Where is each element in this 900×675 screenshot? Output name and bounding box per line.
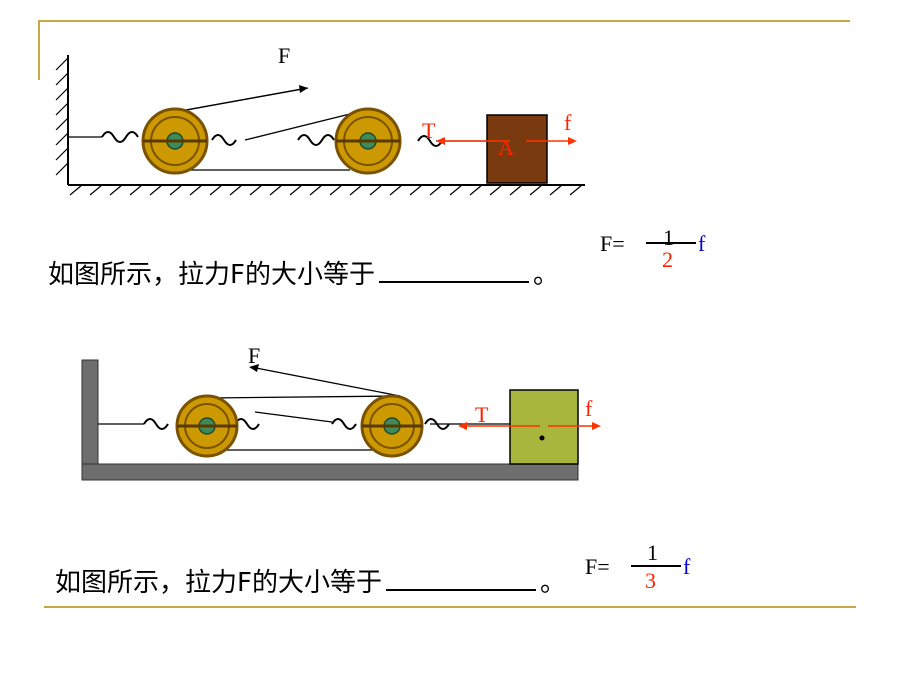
tension-label-T-1: T xyxy=(422,118,436,143)
question-2-end: 。 xyxy=(539,568,566,598)
force-label-F-1: F xyxy=(278,43,291,68)
force-arrow-F-1 xyxy=(174,85,308,113)
friction-arrow-2 xyxy=(548,422,601,430)
left-decor-line xyxy=(38,20,40,80)
answer-2-prefix: F= xyxy=(585,554,610,579)
floor-2 xyxy=(81,463,579,481)
question-1: 如图所示，拉力F的大小等于 。 xyxy=(48,254,559,291)
question-1-end: 。 xyxy=(532,260,559,290)
floor-hatching-1 xyxy=(69,184,583,196)
answer-1-denominator: 2 xyxy=(662,247,673,272)
pulley-diagram-2-svg xyxy=(81,359,601,481)
answer-1: F= 1 2 f xyxy=(600,225,720,275)
wall-2 xyxy=(81,359,99,481)
tension-label-T-2: T xyxy=(475,402,489,427)
question-2: 如图所示，拉力F的大小等于 。 xyxy=(55,562,566,599)
pulley-1b xyxy=(334,107,402,175)
pulley-1a xyxy=(141,107,209,175)
question-1-text: 如图所示，拉力F的大小等于 xyxy=(48,260,375,290)
friction-label-f-1: f xyxy=(564,110,572,135)
pulley-diagram-2: F T f xyxy=(70,340,630,495)
tension-arrow-1 xyxy=(436,137,510,145)
block-B-dot xyxy=(539,435,545,441)
pulley-diagram-1: F T f A xyxy=(40,40,600,215)
answer-1-numerator: 1 xyxy=(663,225,674,250)
block-B xyxy=(509,389,579,465)
answer-2-denominator: 3 xyxy=(645,568,656,593)
answer-2-fraction-bar xyxy=(631,565,681,567)
answer-blank-2 xyxy=(385,567,536,591)
force-arrow-F-2 xyxy=(249,364,401,397)
wall-hatching-1 xyxy=(55,57,69,176)
answer-1-prefix: F= xyxy=(600,231,625,256)
block-A xyxy=(486,114,548,184)
question-2-text: 如图所示，拉力F的大小等于 xyxy=(55,568,382,598)
answer-blank-1 xyxy=(378,259,529,283)
answer-1-fraction-bar xyxy=(646,242,696,244)
hooks-2 xyxy=(143,418,450,430)
pulley-diagram-1-svg xyxy=(55,55,585,196)
answer-2-symbol: f xyxy=(683,554,691,579)
ropes-2 xyxy=(98,395,510,451)
pulley-2b xyxy=(360,394,424,458)
friction-arrow-1 xyxy=(526,137,577,145)
tension-arrow-2 xyxy=(458,422,540,430)
answer-1-symbol: f xyxy=(698,231,706,256)
friction-label-f-2: f xyxy=(585,396,593,421)
bottom-decor-line xyxy=(44,606,856,608)
pulley-2a xyxy=(175,394,239,458)
answer-2: F= 1 3 f xyxy=(585,540,705,593)
top-decor-line xyxy=(38,20,850,22)
block-label-A: A xyxy=(498,135,514,160)
force-label-F-2: F xyxy=(248,343,261,368)
answer-2-numerator: 1 xyxy=(647,540,658,565)
hooks-1 xyxy=(101,131,443,147)
